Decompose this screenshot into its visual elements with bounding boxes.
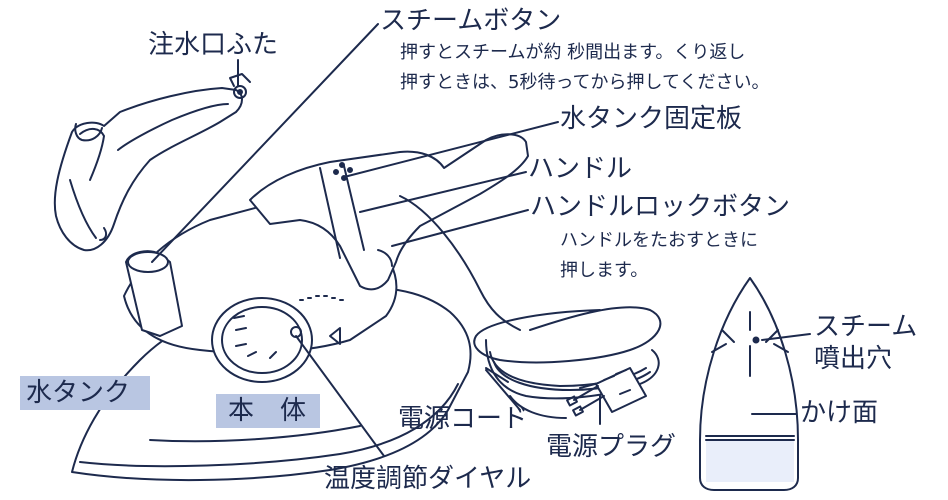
water-tank-label-box — [20, 376, 150, 410]
leader-lines — [151, 23, 811, 457]
detached-tank-handle — [53, 73, 251, 252]
label-steam-button: スチームボタン — [380, 6, 562, 36]
label-main-body: 本 体 — [228, 396, 307, 426]
note-handle-lock-line1: ハンドルをたおすときに — [560, 230, 758, 251]
label-handle: ハンドル — [528, 154, 633, 184]
label-handle-lock-button: ハンドルロックボタン — [530, 192, 791, 222]
note-steam-button-line2: 押すときは、5秒待ってから押してください。 — [400, 72, 770, 93]
label-steam-vents-line1: スチーム — [814, 312, 918, 342]
label-temperature-dial: 温度調節ダイヤル — [324, 464, 532, 494]
iron-body — [71, 133, 529, 482]
label-steam-vents-line2: 噴出穴 — [814, 344, 893, 374]
label-water-inlet-lid: 注水口ふた — [148, 30, 279, 60]
label-power-plug: 電源プラグ — [546, 432, 677, 462]
label-soleplate: かけ面 — [800, 398, 879, 428]
label-water-tank: 水タンク — [26, 378, 131, 408]
power-cord-illustration — [399, 195, 662, 419]
label-power-cord: 電源コード — [398, 404, 529, 434]
main-body-label-box — [216, 394, 320, 428]
label-water-tank-fixing-plate: 水タンク固定板 — [560, 104, 743, 134]
note-steam-button-line1: 押すとスチームが約 秒間出ます。くり返し — [400, 42, 746, 63]
soleplate-view — [699, 277, 799, 491]
note-handle-lock-line2: 押します。 — [560, 260, 649, 281]
